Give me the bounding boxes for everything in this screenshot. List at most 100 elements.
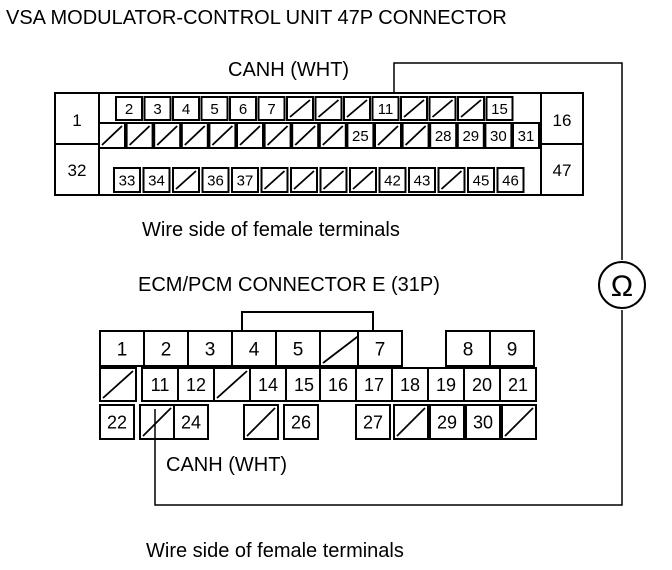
ohm-symbol: Ω <box>611 270 633 303</box>
terminal-number: 21 <box>508 375 528 395</box>
terminal-number: 14 <box>258 375 278 395</box>
ecm-r2-7: 17 <box>355 367 393 402</box>
blank-terminal-slash <box>175 170 197 190</box>
terminal-number: 3 <box>205 339 216 360</box>
vsa-r2-5 <box>236 122 264 149</box>
ecm-r2-10: 20 <box>463 367 501 402</box>
ecm-r1-0: 1 <box>99 330 145 367</box>
vsa-r2-11 <box>401 122 430 149</box>
ecm-r3-4: 26 <box>283 404 319 440</box>
blank-terminal-slash <box>184 125 206 146</box>
vsa-r1-3: 5 <box>200 96 229 121</box>
vsa-r3-8 <box>349 167 377 193</box>
diagram-title: VSA MODULATOR-CONTROL UNIT 47P CONNECTOR <box>6 7 507 29</box>
vsa-r2-4 <box>208 122 237 149</box>
terminal-number: 25 <box>352 128 369 145</box>
vsa-wire-label: CANH (WHT) <box>228 59 349 81</box>
blank-terminal-slash <box>216 370 248 399</box>
blank-terminal-slash <box>317 99 340 118</box>
terminal-number: 6 <box>239 101 247 118</box>
ecm-r2-3 <box>213 367 251 402</box>
terminal-number: 27 <box>363 412 383 432</box>
vsa-r2-2 <box>153 122 182 149</box>
terminal-number: 45 <box>473 172 490 189</box>
blank-terminal-slash <box>263 170 286 190</box>
terminal-number: 37 <box>237 172 254 189</box>
ecm-r1-8: 9 <box>489 330 535 367</box>
blank-terminal-slash <box>460 99 482 118</box>
terminal-number: 22 <box>107 412 127 432</box>
ecm-r3-2: 24 <box>173 404 209 440</box>
blank-terminal-slash <box>440 170 463 190</box>
blank-terminal-slash <box>156 125 178 146</box>
terminal-number: 2 <box>125 101 133 118</box>
vsa-r2-7 <box>291 122 320 149</box>
ecm-r1-3: 4 <box>231 330 277 367</box>
vsa-r2-10 <box>374 122 402 149</box>
ecm-r3-1 <box>139 404 175 440</box>
vsa-row-3: 33 34 36 37 42 43 45 46 <box>113 167 525 193</box>
ecm-wire-label: CANH (WHT) <box>166 454 287 476</box>
vsa-r1-6 <box>286 96 314 121</box>
vsa-r2-14: 30 <box>484 122 513 149</box>
terminal-number: 15 <box>294 375 314 395</box>
blank-terminal-slash <box>431 99 454 118</box>
terminal-number: 2 <box>161 339 172 360</box>
ecm-r1-5 <box>319 330 365 367</box>
blank-terminal-slash <box>322 170 345 190</box>
terminal-number: 1 <box>117 339 128 360</box>
terminal-number: 34 <box>148 172 165 189</box>
terminal-number: 8 <box>463 339 474 360</box>
blank-terminal-slash <box>142 407 172 437</box>
vsa-r1-2: 4 <box>172 96 200 121</box>
vsa-r3-4: 37 <box>231 167 259 193</box>
blank-terminal-slash <box>246 407 276 437</box>
ecm-side-note: Wire side of female terminals <box>146 540 404 562</box>
vsa-pin-47: 47 <box>553 161 572 180</box>
terminal-number: 18 <box>400 375 420 395</box>
terminal-number: 46 <box>502 172 519 189</box>
terminal-number: 36 <box>207 172 224 189</box>
terminal-number: 15 <box>491 101 508 118</box>
ecm-r3-6 <box>393 404 429 440</box>
ohmmeter-icon <box>598 261 646 309</box>
blank-terminal-slash <box>346 99 368 118</box>
vsa-r2-1 <box>125 122 154 149</box>
vsa-r1-11 <box>428 96 457 121</box>
ecm-r1-7: 8 <box>445 330 491 367</box>
terminal-number: 5 <box>293 339 304 360</box>
terminal-number: 11 <box>378 101 394 118</box>
vsa-r2-15: 31 <box>512 122 540 149</box>
vsa-pin-1: 1 <box>72 111 81 130</box>
blank-terminal-slash <box>403 99 425 118</box>
vsa-r3-7 <box>319 167 348 193</box>
blank-terminal-slash <box>377 125 399 146</box>
terminal-number: 17 <box>364 375 384 395</box>
vsa-r2-13: 29 <box>456 122 485 149</box>
terminal-number: 7 <box>267 101 275 118</box>
vsa-r2-3 <box>180 122 209 149</box>
vsa-r3-5 <box>260 167 289 193</box>
ecm-r1-2: 3 <box>187 330 233 367</box>
terminal-number: 16 <box>328 375 348 395</box>
ecm-r3-5: 27 <box>355 404 391 440</box>
vsa-r2-0 <box>98 122 126 149</box>
ecm-r3-3 <box>243 404 279 440</box>
terminal-number: 42 <box>384 172 401 189</box>
blank-terminal-slash <box>322 125 344 146</box>
terminal-number: 31 <box>518 128 535 145</box>
ecm-r2-9: 19 <box>427 367 465 402</box>
ecm-r1-4: 5 <box>275 330 321 367</box>
blank-terminal-slash <box>404 125 427 146</box>
blank-terminal-slash <box>504 407 534 437</box>
ecm-r2-2: 12 <box>177 367 215 402</box>
vsa-r3-0: 33 <box>113 167 141 193</box>
terminal-number: 11 <box>151 375 170 395</box>
terminal-number: 43 <box>414 172 431 189</box>
